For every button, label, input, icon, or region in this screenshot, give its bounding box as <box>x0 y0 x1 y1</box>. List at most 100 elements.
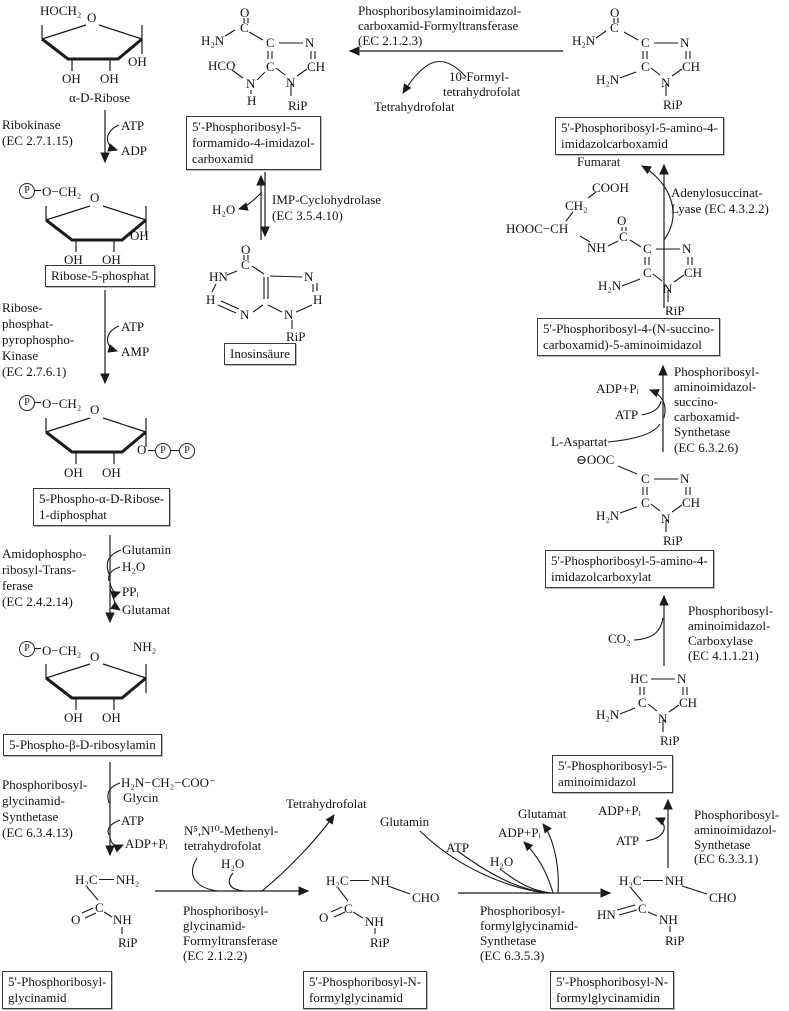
m11-o: O <box>610 5 620 20</box>
m10-c4: C <box>643 241 652 256</box>
at-ppi: PPᵢ <box>122 584 139 599</box>
rk-adp: ADP <box>121 143 148 158</box>
ft1-enzyme-line4: (EC 2.1.2.2) <box>183 948 248 963</box>
m8-rip: RiP <box>660 733 680 748</box>
m11-ch: CH <box>682 59 701 74</box>
m6-o: O <box>319 910 329 925</box>
m3-oh-b2: OH <box>102 465 121 480</box>
gs-enzyme-line4: (EC 6.3.4.13) <box>2 825 73 840</box>
p-circle-prpp-1b: P <box>179 443 195 459</box>
m7-c: C <box>638 901 647 916</box>
box-aminoimidazol: 5'-Phosphoribosyl-5-aminoimidazol <box>552 755 674 793</box>
gs-enzyme-line3: Synthetase <box>2 809 59 824</box>
box-formamidocarboxamid-line-1: 5'-Phosphoribosyl-5- <box>192 119 302 134</box>
m9-n1: N <box>680 471 690 486</box>
box-ribosylamin-line-1: 5-Phospho-β-D-ribosylamin <box>9 737 156 752</box>
box-imidazolcarboxamid-line-1: 5'-Phosphoribosyl-5-amino-4- <box>561 120 718 135</box>
box-prpp-line-1: 5-Phospho-α-D-Ribose- <box>39 491 165 506</box>
m8-n1: N <box>677 671 687 686</box>
rk-atp: ATP <box>121 118 145 133</box>
m1-ring-o: O <box>87 10 97 25</box>
box-aminoimidazol-line-2: aminoimidazol <box>558 774 636 789</box>
gs-adp-pi: ADP+Pᵢ <box>125 836 168 851</box>
m5-c: C <box>95 900 104 915</box>
m7-rip: RiP <box>665 933 685 948</box>
sc-enzyme-line3: succino- <box>674 394 719 409</box>
at-glutamat: Glutamat <box>122 602 171 617</box>
box-formylglycinamidin-line-2: formylglycinamidin <box>556 990 660 1005</box>
sc-adp-pi: ADP+Pᵢ <box>596 381 639 396</box>
m10-n1: N <box>682 241 692 256</box>
k2-amp: AMP <box>121 344 150 359</box>
tf-formyl-thf-line1: 10-Formyl- <box>449 69 509 84</box>
m6-cho: CHO <box>412 890 440 905</box>
m13-rip: RiP <box>286 329 306 344</box>
m11-c1: C <box>610 20 619 35</box>
m1-hoch2: HOCH₂ <box>40 3 82 18</box>
m11-h2n-5: H₂N <box>596 72 620 87</box>
fs-glutamin: Glutamin <box>380 814 430 829</box>
as-adp-pi: ADP+Pᵢ <box>598 803 641 818</box>
phosphate-chain-bonds <box>34 189 179 650</box>
m1-oh-b1: OH <box>62 71 81 86</box>
fs-h2o: H₂O <box>490 854 514 869</box>
k2-enzyme-line1: Ribose- <box>2 300 43 315</box>
m4-nh2: NH₂ <box>133 639 157 654</box>
at-enzyme-line2: ribosyl-Trans- <box>2 562 76 577</box>
m13-hn: HN <box>209 269 228 284</box>
m5-rip: RiP <box>118 935 138 950</box>
sc-enzyme-line4: carboxamid- <box>674 409 740 424</box>
box-formamidocarboxamid-line-2: formamido-4-imidazol- <box>192 135 315 150</box>
m10-o: O <box>617 213 627 228</box>
m9-c4: C <box>641 471 650 486</box>
at-enzyme-line4: (EC 2.4.2.14) <box>2 594 73 609</box>
as-enzyme-line4: (EC 6.3.3.1) <box>694 851 759 866</box>
m4-oh-b2: OH <box>102 710 121 725</box>
m12-rip: RiP <box>288 98 308 113</box>
m10-rip: RiP <box>665 303 685 318</box>
m12-ch: CH <box>307 59 326 74</box>
p-circle-prpp-1a: P <box>155 443 171 459</box>
tf-thf: Tetrahydrofolat <box>374 99 455 114</box>
m3-ring-o: O <box>90 402 100 417</box>
m12-nh-h: H <box>247 93 257 108</box>
box-inosinsaeure-line-1: Inosinsäure <box>230 346 290 361</box>
m7-cho: CHO <box>709 890 737 905</box>
k2-atp: ATP <box>121 319 145 334</box>
m13-h8: H <box>313 292 323 307</box>
box-formylglycinamid-line-1: 5'-Phosphoribosyl-N- <box>309 974 422 989</box>
m5-nh2: NH₂ <box>116 872 140 887</box>
gs-enzyme-line2: glycinamid- <box>2 793 65 808</box>
fs-enzyme-line2: formylglycinamid- <box>480 918 579 933</box>
m3-oh-b1: OH <box>64 465 83 480</box>
gs-glycin: Glycin <box>123 790 159 805</box>
m12-n1: N <box>305 35 315 50</box>
as-enzyme-line3: Synthetase <box>694 837 751 852</box>
box-formylglycinamid-line-2: formylglycinamid <box>309 990 403 1005</box>
box-imidazolcarboxamid-line-2: imidazolcarboxamid <box>561 136 668 151</box>
m9-ch: CH <box>682 495 701 510</box>
as-atp: ATP <box>616 833 640 848</box>
m10-h2n: H₂N <box>598 278 622 293</box>
m12-c1: C <box>240 20 249 35</box>
box-inosinsaeure: Inosinsäure <box>224 343 296 365</box>
box-ribose-5-phosphat: Ribose-5-phosphat <box>45 265 156 287</box>
main-reaction-arrows <box>100 46 673 898</box>
m7-hn: HN <box>597 907 616 922</box>
box-formylglycinamid: 5'-Phosphoribosyl-N-formylglycinamid <box>303 971 428 1009</box>
p-circle-r5p: P <box>19 183 35 199</box>
fs-enzyme-line1: Phosphoribosyl- <box>480 903 566 918</box>
ft1-thf: Tetrahydrofolat <box>286 796 367 811</box>
m3-chain: O−CH₂ <box>42 396 82 411</box>
cb-enzyme-line3: Carboxylase <box>688 633 753 648</box>
box-succinocarboxamid: 5'-Phosphoribosyl-4-(N-succino-carboxami… <box>537 318 721 356</box>
rk-enzyme-line2: (EC 2.7.1.15) <box>2 133 73 148</box>
m9-rip: RiP <box>663 533 683 548</box>
m8-c5: C <box>638 695 647 710</box>
m12-n3: N <box>286 75 296 90</box>
ft1-enzyme-line1: Phosphoribosyl- <box>183 903 269 918</box>
box-imidazolcarboxylat: 5'-Phosphoribosyl-5-amino-4-imidazolcarb… <box>545 550 714 588</box>
m11-n3: N <box>661 75 671 90</box>
m13-n9: N <box>284 307 294 322</box>
